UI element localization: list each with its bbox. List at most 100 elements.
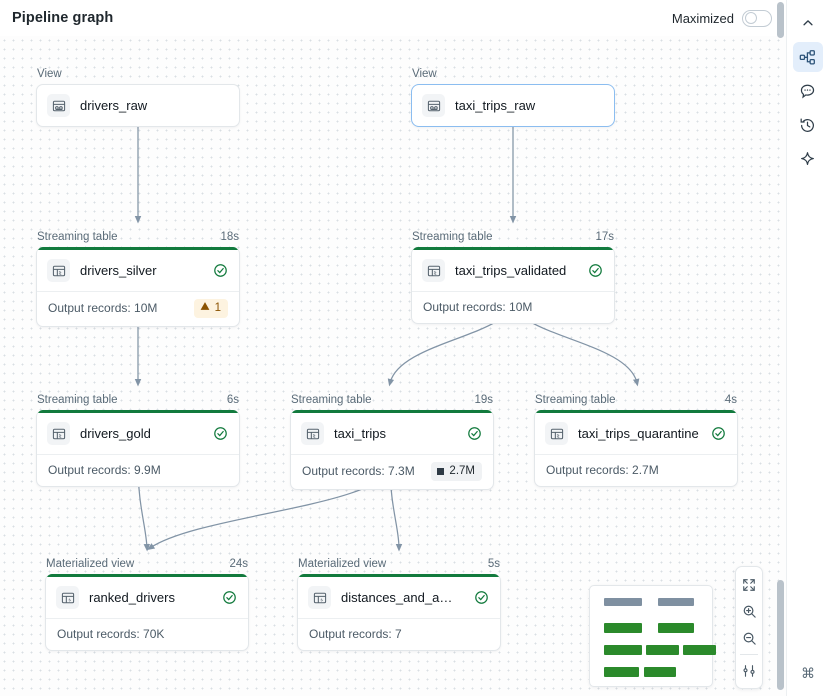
controls-divider xyxy=(740,654,758,655)
node-status-bar xyxy=(412,247,614,250)
node-footer: Output records: 70K xyxy=(46,618,248,650)
check-circle-icon xyxy=(212,263,228,279)
node-status-bar xyxy=(37,247,239,250)
page-title: Pipeline graph xyxy=(12,10,114,26)
output-records-label: Output records: 9.9M xyxy=(48,463,161,477)
scrollbar-thumb-upper[interactable] xyxy=(777,2,784,38)
node-name: drivers_raw xyxy=(80,98,148,113)
sidebar-item-collapse[interactable] xyxy=(793,8,823,38)
node-status-bar xyxy=(298,574,500,577)
node-metric-badge[interactable]: 2.7M xyxy=(431,462,482,481)
node-type-label: View xyxy=(37,68,62,80)
vertical-scrollbar[interactable] xyxy=(777,2,784,694)
check-circle-icon xyxy=(466,426,482,442)
node-duration: 6s xyxy=(226,394,239,406)
right-sidebar: ⌘ xyxy=(786,0,828,696)
metric-value: 2.7M xyxy=(449,465,475,477)
node-name: ranked_drivers xyxy=(89,590,175,605)
node-header-row: taxi_trips_quarantine xyxy=(535,413,737,454)
sidebar-item-assistant[interactable] xyxy=(793,144,823,174)
node-duration: 17s xyxy=(595,231,614,243)
node-status-bar xyxy=(46,574,248,577)
minimap[interactable] xyxy=(589,585,716,687)
check-circle-icon xyxy=(473,590,489,606)
node-header-row: ranked_drivers xyxy=(46,577,248,618)
maximized-toggle[interactable] xyxy=(742,9,772,27)
minimap-block-tbl xyxy=(604,667,639,677)
streaming-table-icon xyxy=(47,259,70,282)
node-header-row: drivers_silver xyxy=(37,250,239,291)
node-warning-badge[interactable]: 1 xyxy=(193,299,228,318)
node-name: taxi_trips xyxy=(334,426,387,441)
node-header-row: drivers_raw xyxy=(37,85,239,126)
node-header-row: taxi_trips xyxy=(291,413,493,454)
graph-node-distances_and_amounts[interactable]: Materialized view5sdistances_and_amounts… xyxy=(297,558,501,651)
header-actions: Maximized xyxy=(672,9,772,27)
node-type-label: Streaming table xyxy=(412,231,493,243)
node-meta: Streaming table 18s xyxy=(36,231,240,247)
materialized-view-icon xyxy=(308,586,331,609)
node-duration: 18s xyxy=(220,231,239,243)
output-records-label: Output records: 2.7M xyxy=(546,463,659,477)
node-type-label: Streaming table xyxy=(37,394,118,406)
node-card[interactable]: distances_and_amounts_b...Output records… xyxy=(297,574,501,651)
node-footer: Output records: 7 xyxy=(298,618,500,650)
warning-triangle-icon xyxy=(200,301,210,316)
graph-node-drivers_raw[interactable]: View drivers_raw xyxy=(36,68,240,127)
streaming-table-icon xyxy=(301,422,324,445)
node-duration: 19s xyxy=(474,394,493,406)
node-name: taxi_trips_quarantine xyxy=(578,426,699,441)
output-records-label: Output records: 7.3M xyxy=(302,464,415,479)
zoom-in-icon[interactable] xyxy=(736,598,762,625)
node-header-row: taxi_trips_validated xyxy=(412,250,614,291)
node-footer: Output records: 10M 1 xyxy=(37,291,239,326)
sidebar-item-comments[interactable] xyxy=(793,76,823,106)
check-circle-icon xyxy=(710,426,726,442)
sliders-icon[interactable] xyxy=(736,657,762,684)
view-table-icon xyxy=(47,94,70,117)
command-key-hint: ⌘ xyxy=(801,665,815,681)
zoom-out-icon[interactable] xyxy=(736,625,762,652)
minimap-content xyxy=(596,592,716,680)
node-duration: 5s xyxy=(487,558,500,570)
node-card[interactable]: taxi_trips_raw xyxy=(411,84,615,127)
fit-screen-icon[interactable] xyxy=(736,571,762,598)
streaming-table-icon xyxy=(422,259,445,282)
node-name: drivers_silver xyxy=(80,263,157,278)
output-records-label: Output records: 10M xyxy=(48,301,158,316)
view-table-icon xyxy=(422,94,445,117)
sidebar-item-history[interactable] xyxy=(793,110,823,140)
node-footer: Output records: 9.9M xyxy=(37,454,239,486)
minimap-block-tbl xyxy=(604,623,642,633)
minimap-block-tbl xyxy=(658,623,694,633)
minimap-block-tbl xyxy=(646,645,679,655)
node-card[interactable]: drivers_raw xyxy=(36,84,240,127)
node-type-label: Streaming table xyxy=(291,394,372,406)
sidebar-item-pipeline-graph[interactable] xyxy=(792,42,823,72)
node-meta: Streaming table 19s xyxy=(290,394,494,410)
node-footer: Output records: 2.7M xyxy=(535,454,737,486)
node-header-row: drivers_gold xyxy=(37,413,239,454)
scrollbar-thumb-lower[interactable] xyxy=(777,580,784,690)
output-records-label: Output records: 10M xyxy=(423,300,533,314)
materialized-view-icon xyxy=(56,586,79,609)
node-type-label: Streaming table xyxy=(37,231,118,243)
minimap-block-view xyxy=(658,598,694,606)
output-records-label: Output records: 7 xyxy=(309,627,402,641)
